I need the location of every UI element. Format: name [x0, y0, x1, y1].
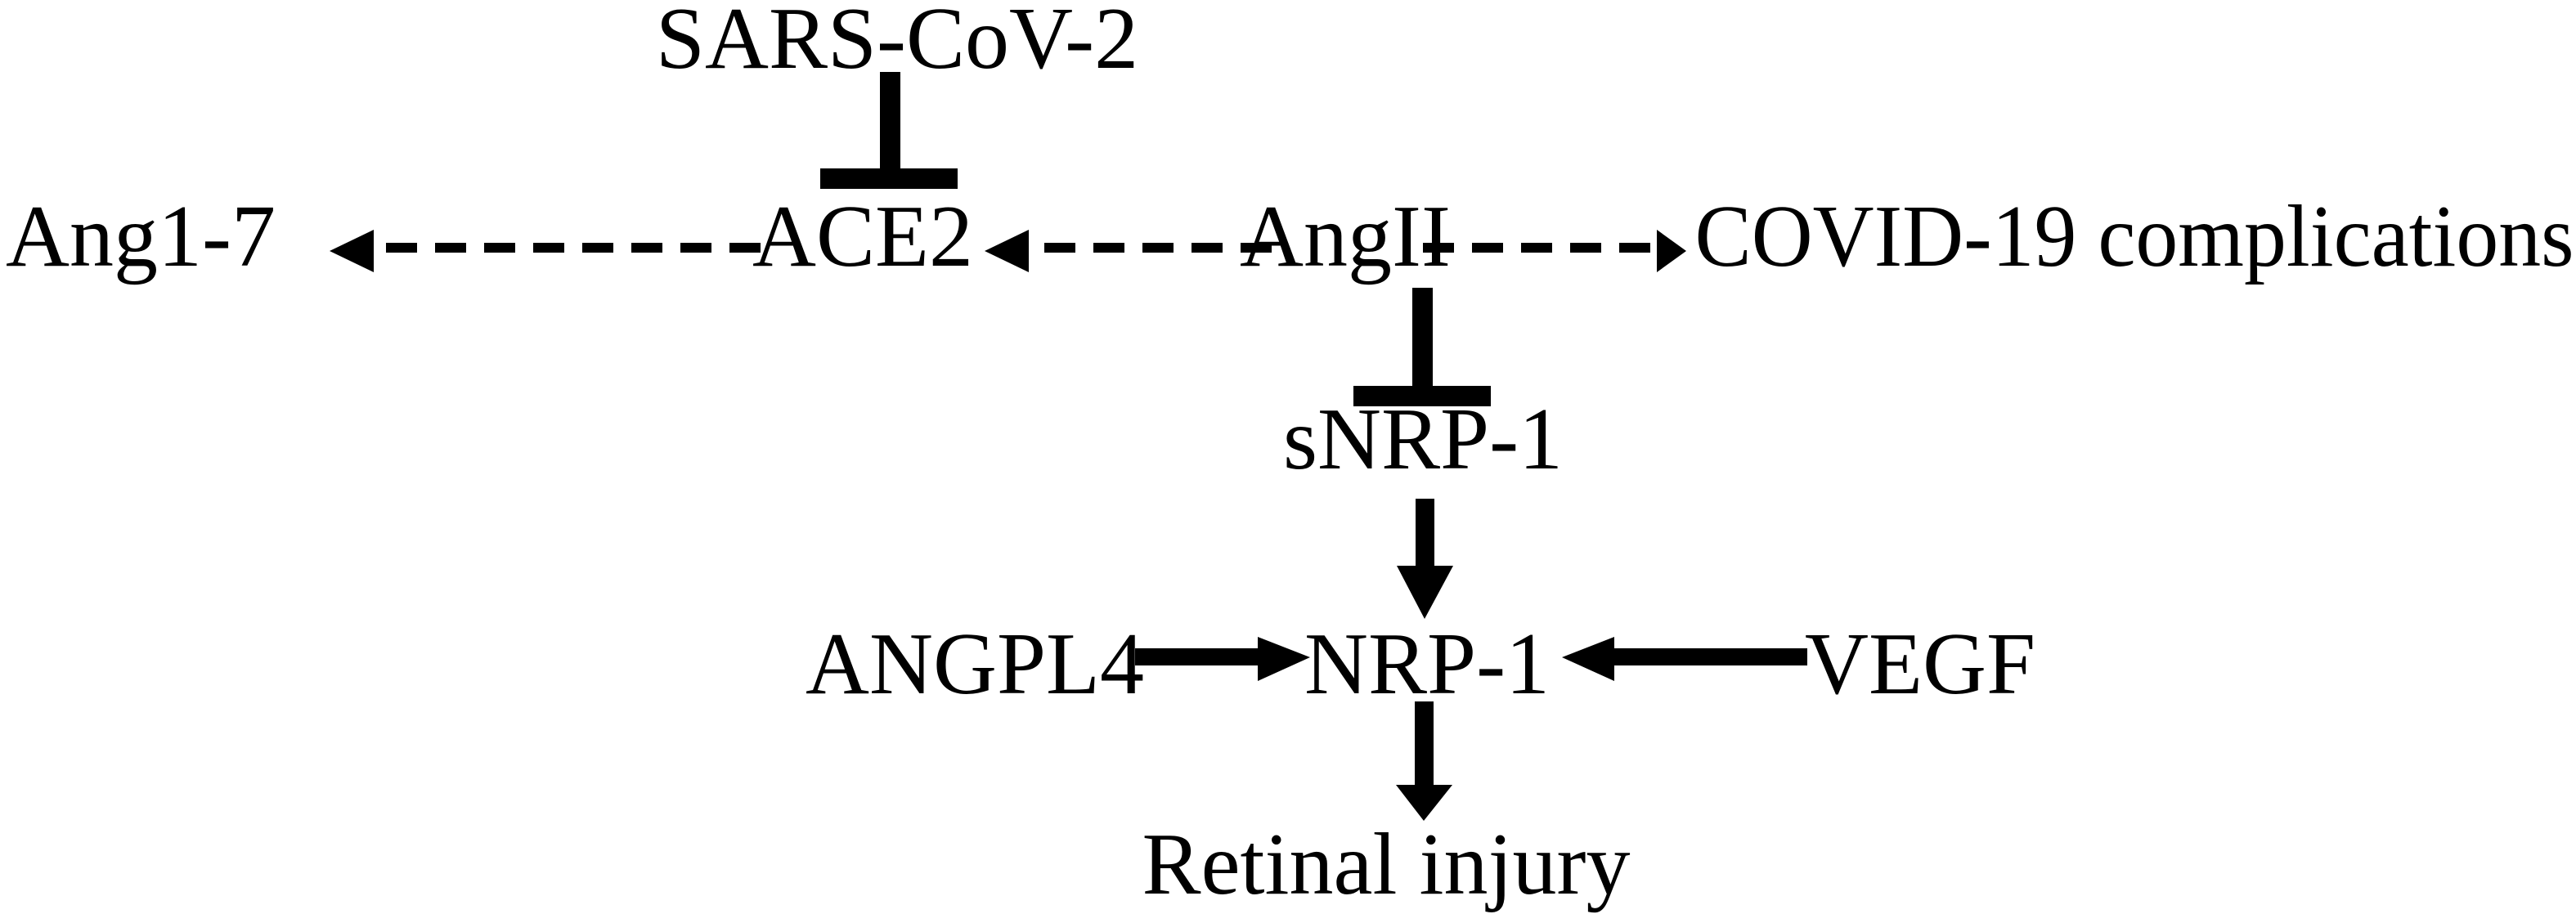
edge-angii-inhibits-snrp1	[1353, 288, 1491, 406]
arrow-head-down-nrp1	[1397, 566, 1453, 619]
node-vegf: VEGF	[1805, 616, 2035, 713]
arrow-head-left-nrp1	[1562, 637, 1614, 681]
node-ace2: ACE2	[752, 188, 973, 285]
node-nrp-1: NRP-1	[1304, 616, 1550, 713]
inhibition-stem	[1412, 288, 1433, 391]
node-angii: AngII	[1240, 188, 1451, 285]
arrow-shaft-nrp1-retinal	[1415, 701, 1434, 786]
edge-angii-to-ace2	[985, 230, 1272, 272]
inhibition-bar	[820, 168, 958, 189]
edge-ace2-to-ang1-7	[330, 230, 761, 272]
arrow-shaft-snrp1-nrp1	[1416, 499, 1434, 569]
edge-angii-to-covid-complications	[1423, 230, 1686, 272]
edge-snrp1-to-nrp1	[1397, 499, 1453, 619]
edge-angpl4-to-nrp1	[1135, 637, 1310, 681]
edge-vegf-to-nrp1	[1562, 637, 1807, 681]
node-snrp-1: sNRP-1	[1283, 391, 1563, 488]
edge-sars-cov-2-inhibits-ace2	[820, 72, 958, 189]
arrow-head-right-covid	[1657, 230, 1686, 272]
node-retinal-injury: Retinal injury	[1142, 816, 1631, 913]
arrow-head-down-retinal-injury	[1396, 785, 1452, 821]
inhibition-stem	[880, 72, 900, 174]
edge-nrp1-to-retinal-injury	[1396, 701, 1452, 821]
arrow-head-left-ang1-7	[330, 230, 374, 272]
arrow-shaft-vegf-nrp1	[1609, 648, 1807, 665]
inhibition-bar	[1353, 386, 1491, 406]
node-angpl4: ANGPL4	[806, 616, 1144, 713]
node-covid-19-complications: COVID-19 complications	[1695, 188, 2574, 285]
arrow-head-left-ace2	[985, 230, 1029, 272]
node-ang1-7: Ang1-7	[6, 188, 276, 285]
arrow-head-right-nrp1	[1258, 637, 1310, 681]
arrow-shaft-angpl4-nrp1	[1135, 648, 1259, 665]
